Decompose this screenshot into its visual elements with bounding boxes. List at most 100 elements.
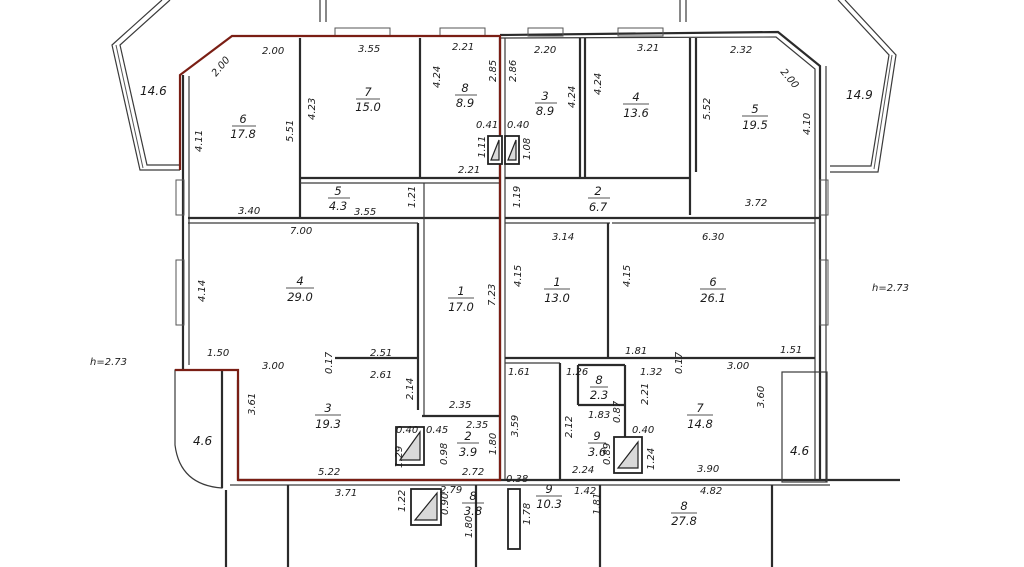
svg-text:9: 9 — [593, 429, 600, 443]
svg-text:7: 7 — [696, 401, 704, 415]
balcony-area-bottom-left: 4.6 — [193, 434, 212, 448]
svg-text:8.9: 8.9 — [536, 104, 554, 118]
dimension-label: 1.24 — [646, 448, 657, 470]
dimension-label: 2.21 — [640, 383, 651, 405]
dimension-label: 3.00 — [262, 361, 284, 372]
svg-text:6.7: 6.7 — [589, 200, 608, 214]
dimension-label: 0.98 — [439, 443, 450, 465]
dimension-label: 3.00 — [727, 361, 749, 372]
dimension-label: 6.30 — [702, 232, 724, 243]
dimension-label: 3.59 — [510, 415, 521, 437]
svg-text:7: 7 — [364, 85, 372, 99]
svg-text:19.3: 19.3 — [315, 417, 341, 431]
svg-text:6: 6 — [709, 275, 716, 289]
dimension-label: 3.55 — [358, 44, 380, 55]
dimension-label: 2.12 — [564, 416, 575, 438]
svg-text:19.5: 19.5 — [742, 118, 768, 132]
room-label: 827.8 — [671, 499, 697, 528]
svg-text:27.8: 27.8 — [671, 514, 697, 528]
dimension-label: 1.83 — [588, 410, 610, 421]
dimension-label: 2.85 — [488, 60, 499, 82]
dimension-label: 0.87 — [612, 400, 623, 423]
dimension-label: 3.55 — [354, 207, 376, 218]
dimension-label: 4.24 — [567, 86, 578, 108]
dimension-label: 3.21 — [637, 43, 659, 54]
dimension-label: 0.40 — [632, 425, 654, 436]
dimension-label: 0.89 — [602, 443, 613, 465]
room-label: 117.0 — [448, 284, 474, 314]
svg-text:10.3: 10.3 — [536, 497, 562, 511]
dimension-label: 2.20 — [534, 45, 556, 56]
dimension-label: 2.14 — [405, 378, 416, 400]
dimension-label: 0.40 — [396, 425, 418, 436]
dimension-label: 1.26 — [566, 367, 588, 378]
room-label: 82.3 — [590, 373, 608, 402]
dimension-label: 2.24 — [572, 465, 594, 476]
dimension-label: 3.14 — [552, 232, 574, 243]
room-label: 88.9 — [455, 81, 477, 110]
svg-text:8: 8 — [680, 499, 687, 513]
dimension-label: 4.11 — [194, 130, 205, 152]
dimension-label: 0.41 — [476, 120, 498, 131]
svg-text:3.8: 3.8 — [464, 504, 482, 518]
dimension-label: 1.32 — [640, 367, 662, 378]
dimension-label: 1.61 — [508, 367, 530, 378]
svg-text:9: 9 — [545, 482, 552, 496]
svg-text:3: 3 — [324, 401, 331, 415]
dimension-label: 3.90 — [697, 464, 719, 475]
room-label: 714.8 — [687, 401, 713, 431]
dimension-label: 1.78 — [522, 503, 533, 525]
dimension-label: 7.23 — [487, 284, 498, 306]
svg-text:8: 8 — [469, 489, 476, 503]
svg-text:15.0: 15.0 — [355, 100, 381, 114]
dimension-label: 0.40 — [507, 120, 529, 131]
dimension-label: 2.00 — [262, 46, 284, 57]
svg-text:14.8: 14.8 — [687, 417, 713, 431]
svg-text:4: 4 — [296, 274, 303, 288]
ceiling-height-left: h=2.73 — [90, 357, 127, 368]
dimension-label: 1.80 — [488, 433, 499, 455]
dimension-label: 2.86 — [508, 60, 519, 82]
svg-text:8.9: 8.9 — [456, 96, 474, 110]
svg-text:2: 2 — [464, 429, 471, 443]
balcony-area-top-left: 14.6 — [140, 84, 167, 98]
dimension-label: 1.80 — [464, 516, 475, 538]
dimension-label: 3.61 — [247, 393, 258, 415]
svg-text:13.0: 13.0 — [544, 291, 570, 305]
ceiling-height-right: h=2.73 — [872, 283, 909, 294]
room-labels: 617.8 715.0 88.9 54.3 429.0 117.0 319.3 … — [230, 81, 768, 528]
dimension-label: 1.11 — [477, 136, 488, 158]
room-label: 38.9 — [535, 89, 557, 118]
room-label: 319.3 — [315, 401, 341, 431]
balcony-area-labels: 14.6 14.9 4.6 4.6 — [140, 84, 873, 458]
room-label: 83.8 — [462, 489, 484, 518]
dimension-label: 4.10 — [802, 113, 813, 135]
svg-text:26.1: 26.1 — [700, 291, 726, 305]
svg-text:13.6: 13.6 — [623, 106, 649, 120]
dimension-label: 2.32 — [730, 45, 752, 56]
dimension-label: 4.15 — [513, 265, 524, 287]
dimension-label: 2.35 — [466, 420, 488, 431]
dimension-label: 2.35 — [449, 400, 471, 411]
svg-text:1: 1 — [457, 284, 464, 298]
dimension-label: 1.21 — [407, 186, 418, 208]
dimension-label: 2.21 — [458, 165, 480, 176]
svg-text:5: 5 — [334, 184, 341, 198]
dimension-label: 7.00 — [290, 226, 312, 237]
svg-text:4: 4 — [632, 90, 639, 104]
svg-text:2.3: 2.3 — [590, 388, 608, 402]
dimension-labels: 2.00 2.00 3.55 2.21 2.85 2.86 2.20 3.21 … — [194, 42, 813, 538]
dimension-label: 0.17 — [674, 351, 685, 374]
dimension-label: 3.72 — [745, 198, 767, 209]
dimension-label: 4.24 — [593, 73, 604, 95]
dimension-label: 0.38 — [506, 474, 528, 485]
svg-text:3.9: 3.9 — [459, 445, 477, 459]
dimension-label: 3.40 — [238, 206, 260, 217]
room-label: 519.5 — [742, 102, 768, 132]
svg-text:1: 1 — [553, 275, 560, 289]
room-label: 23.9 — [457, 429, 479, 459]
dimension-label: 0.90 — [440, 493, 451, 515]
dimension-label: 3.60 — [756, 386, 767, 408]
room-label: 715.0 — [355, 85, 381, 114]
